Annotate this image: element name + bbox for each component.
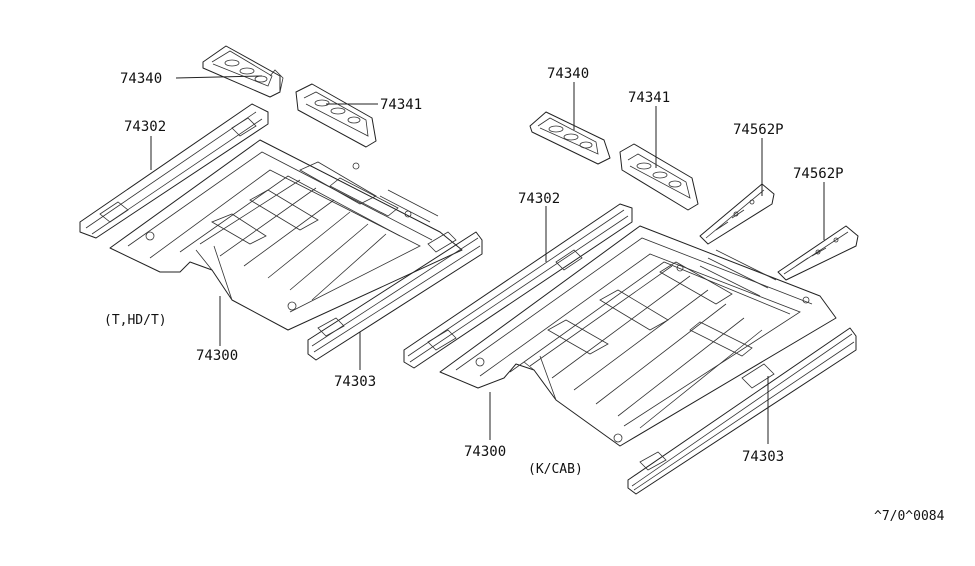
left-label-74341: 74341	[380, 97, 422, 113]
right-caption: (K/CAB)	[528, 462, 583, 477]
left-floor-panel-part	[109, 139, 463, 331]
right-label-74303: 74303	[742, 449, 784, 465]
left-side-sill-left-part	[79, 103, 269, 239]
left-rear-member-part	[202, 45, 284, 98]
left-caption: (T,HD/T)	[104, 313, 167, 328]
right-side-sill-right-part	[627, 327, 857, 495]
right-label-74562p-b: 74562P	[793, 166, 844, 182]
right-label-74300: 74300	[464, 444, 506, 460]
right-side-sill-left-part	[403, 203, 633, 369]
right-label-74562p-a: 74562P	[733, 122, 784, 138]
right-label-74341: 74341	[628, 90, 670, 106]
right-floor-panel-part	[439, 225, 837, 447]
right-label-74302: 74302	[518, 191, 560, 207]
left-label-74340: 74340	[120, 71, 162, 87]
left-label-74302: 74302	[124, 119, 166, 135]
left-assembly: 74340 74341 74302 74300 74303 (T,HD/T)	[79, 45, 483, 390]
left-side-sill-right-part	[307, 231, 483, 361]
diagram-code: ^7/0^0084	[874, 509, 945, 524]
right-label-74340: 74340	[547, 66, 589, 82]
right-bracket-b-part	[777, 225, 859, 281]
right-rear-member-right-part	[619, 143, 699, 211]
left-label-74303: 74303	[334, 374, 376, 390]
right-assembly: 74340 74341 74562P 74562P 74302 74300 74…	[403, 66, 859, 495]
right-rear-member-part	[529, 111, 611, 165]
right-bracket-a-part	[699, 183, 775, 245]
left-label-74300: 74300	[196, 348, 238, 364]
left-rear-member-right-part	[295, 83, 377, 148]
